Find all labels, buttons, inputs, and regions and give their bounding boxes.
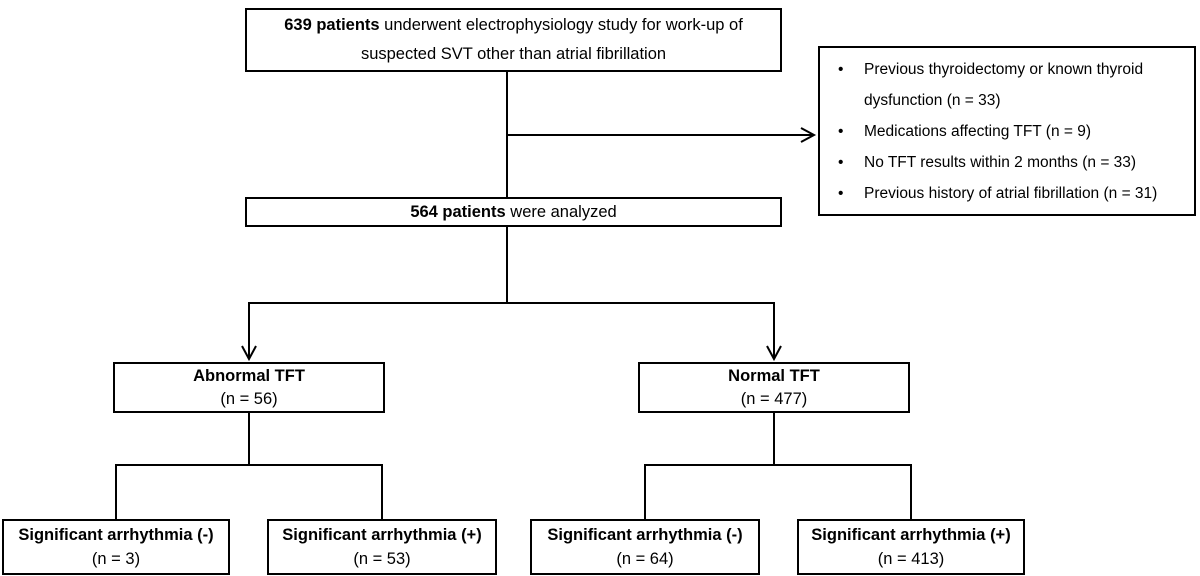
arrowhead-exclusions-icon bbox=[800, 127, 817, 143]
enrollment-count: 639 patients bbox=[284, 16, 380, 34]
outcome-n: (n = 64) bbox=[616, 550, 674, 568]
bullet-marker: • bbox=[838, 153, 844, 171]
abnormal-title: Abnormal TFT bbox=[193, 366, 305, 385]
box-outcome-abnormal-arrhythmia-positive: Significant arrhythmia (+) (n = 53) bbox=[267, 519, 497, 575]
arrowhead-abnormal-icon bbox=[241, 345, 257, 362]
abnormal-n: (n = 56) bbox=[220, 389, 278, 408]
box-outcome-normal-arrhythmia-positive: Significant arrhythmia (+) (n = 413) bbox=[797, 519, 1025, 575]
enrollment-line-2: suspected SVT other than atrial fibrilla… bbox=[360, 45, 667, 63]
outcome-n: (n = 3) bbox=[91, 550, 141, 568]
bullet-marker: • bbox=[838, 122, 844, 140]
box-analyzed: 564 patients were analyzed bbox=[245, 197, 782, 227]
normal-n: (n = 477) bbox=[740, 389, 808, 408]
exclusion-text: Previous history of atrial fibrillation … bbox=[864, 184, 1158, 202]
outcome-title: Significant arrhythmia (-) bbox=[18, 526, 214, 544]
exclusion-text: Medications affecting TFT (n = 9) bbox=[864, 122, 1092, 140]
outcome-title: Significant arrhythmia (+) bbox=[811, 526, 1011, 544]
bullet-marker: • bbox=[838, 60, 844, 78]
analyzed-line: 564 patients were analyzed bbox=[410, 203, 616, 222]
box-abnormal-tft: Abnormal TFT (n = 56) bbox=[113, 362, 385, 413]
arrowhead-normal-icon bbox=[766, 345, 782, 362]
box-outcome-abnormal-arrhythmia-negative: Significant arrhythmia (-) (n = 3) bbox=[2, 519, 230, 575]
exclusion-text: No TFT results within 2 months (n = 33) bbox=[864, 153, 1137, 171]
exclusion-item: • Previous thyroidectomy or known thyroi… bbox=[832, 54, 1190, 116]
outcome-n: (n = 53) bbox=[353, 550, 411, 568]
outcome-title: Significant arrhythmia (+) bbox=[282, 526, 482, 544]
enrollment-text: underwent electrophysiology study for wo… bbox=[379, 16, 743, 34]
box-exclusions: • Previous thyroidectomy or known thyroi… bbox=[818, 46, 1196, 216]
exclusion-text: Previous thyroidectomy or known thyroid … bbox=[864, 60, 1144, 109]
exclusion-item: • Previous history of atrial fibrillatio… bbox=[832, 178, 1190, 209]
analyzed-text: were analyzed bbox=[505, 202, 617, 221]
outcome-title: Significant arrhythmia (-) bbox=[547, 526, 743, 544]
bullet-marker: • bbox=[838, 184, 844, 202]
exclusion-item: • No TFT results within 2 months (n = 33… bbox=[832, 147, 1190, 178]
box-normal-tft: Normal TFT (n = 477) bbox=[638, 362, 910, 413]
analyzed-count: 564 patients bbox=[410, 202, 506, 221]
enrollment-line-1: 639 patients underwent electrophysiology… bbox=[284, 11, 743, 40]
exclusion-item: • Medications affecting TFT (n = 9) bbox=[832, 116, 1190, 147]
normal-title: Normal TFT bbox=[728, 366, 820, 385]
outcome-n: (n = 413) bbox=[877, 550, 945, 568]
box-enrollment: 639 patients underwent electrophysiology… bbox=[245, 8, 782, 72]
box-outcome-normal-arrhythmia-negative: Significant arrhythmia (-) (n = 64) bbox=[530, 519, 760, 575]
